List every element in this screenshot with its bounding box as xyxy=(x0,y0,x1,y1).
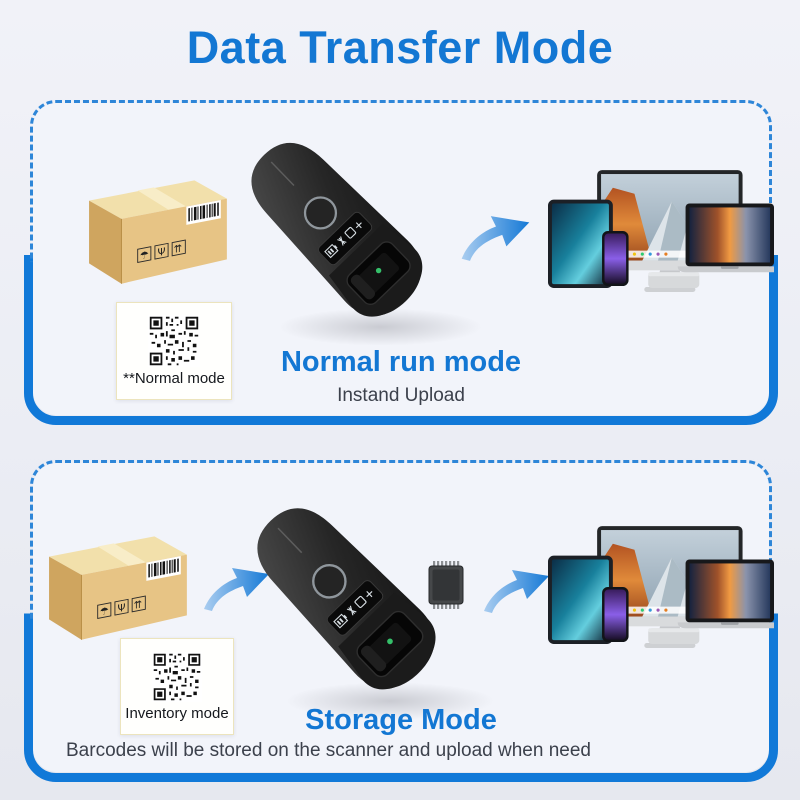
qr-code-icon xyxy=(152,652,202,702)
barcode-scanner-icon xyxy=(292,488,397,706)
transfer-arrow-icon xyxy=(458,212,534,264)
transfer-arrow-icon xyxy=(480,566,554,616)
cardboard-box-icon xyxy=(85,170,237,292)
normal-mode-panel: **Normal mode Normal run mode Instand Up… xyxy=(24,100,778,425)
qr-card-inventory-mode: Inventory mode xyxy=(120,638,234,735)
panel-dashed-border xyxy=(30,100,772,263)
mode-subtitle: Barcodes will be stored on the scanner a… xyxy=(66,740,591,761)
qr-label: **Normal mode xyxy=(123,370,225,387)
memory-chip-icon xyxy=(426,560,466,610)
barcode-scanner-icon xyxy=(285,122,385,334)
qr-card-normal-mode: **Normal mode xyxy=(116,302,232,400)
computer-devices-icon xyxy=(548,520,774,658)
panel-solid-border xyxy=(24,613,778,782)
mode-subtitle: Instand Upload xyxy=(337,385,465,406)
panel-solid-border xyxy=(24,254,778,425)
mode-title: Normal run mode xyxy=(280,346,522,378)
panel-dashed-border xyxy=(30,460,772,621)
mode-title: Storage Mode xyxy=(305,704,497,736)
page-title: Data Transfer Mode xyxy=(186,22,614,73)
cardboard-box-icon xyxy=(45,526,197,648)
storage-mode-panel: Inventory mode Storage Mode Barcodes wil… xyxy=(24,460,778,782)
qr-label: Inventory mode xyxy=(125,704,229,722)
computer-devices-icon xyxy=(548,164,774,302)
